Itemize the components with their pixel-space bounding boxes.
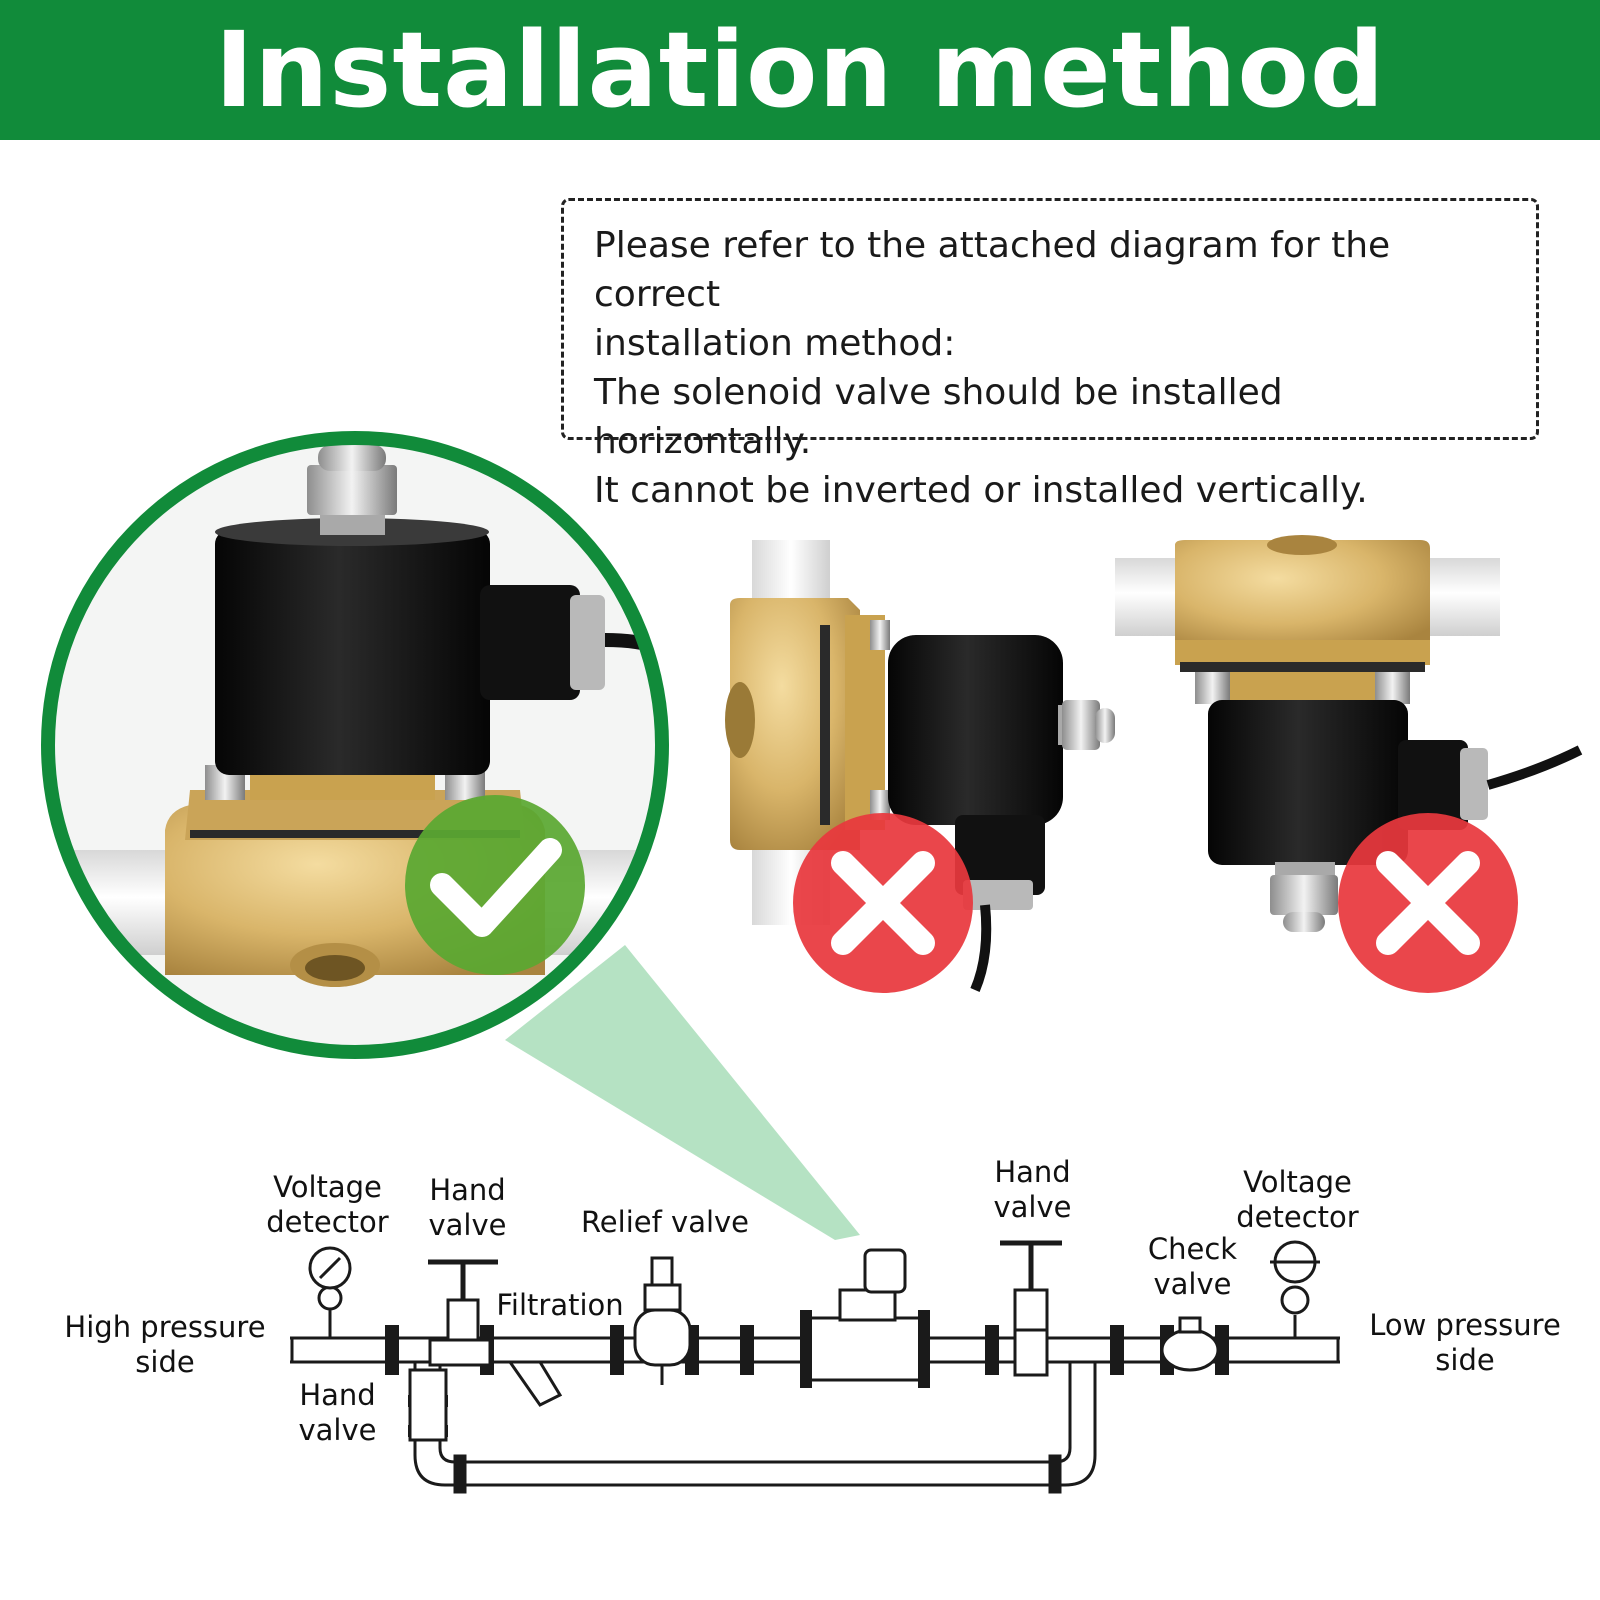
label-relief-valve: Relief valve [580,1205,750,1239]
instruction-line-2: installation method: [594,323,956,364]
label-high-pressure-side: High pressure side [64,1310,266,1379]
coil [215,530,490,775]
instruction-box: Please refer to the attached diagram for… [561,198,1539,511]
wrong-inverted-photo [1115,535,1583,932]
cross-icon [1338,813,1518,993]
label-hand-valve-right: Hand valve [993,1155,1072,1224]
label-check-valve: Check valve [1147,1232,1238,1301]
label-low-pressure-side: Low pressure side [1369,1308,1561,1377]
label-hand-valve-top: Hand valve [428,1173,507,1242]
correct-photo-ring [41,431,669,1059]
label-hand-valve-bottom: Hand valve [298,1378,377,1447]
wrong-vertical-photo [725,540,1115,992]
instruction-line-1: Please refer to the attached diagram for… [594,225,1391,315]
pipeline-schematic [290,1240,1340,1494]
cross-icon [793,813,973,993]
instruction-line-3: The solenoid valve should be installed h… [594,372,1283,462]
label-filtration: Filtration [496,1288,624,1322]
label-voltage-detector-left: Voltage detector [266,1170,389,1239]
instruction-line-4: It cannot be inverted or installed verti… [594,470,1368,511]
title-banner: Installation method [0,0,1600,140]
page-title: Installation method [214,9,1386,131]
correct-installation-photo [48,438,662,1052]
zoom-cone [505,945,860,1240]
label-voltage-detector-right: Voltage detector [1236,1165,1359,1234]
check-icon [405,795,585,975]
